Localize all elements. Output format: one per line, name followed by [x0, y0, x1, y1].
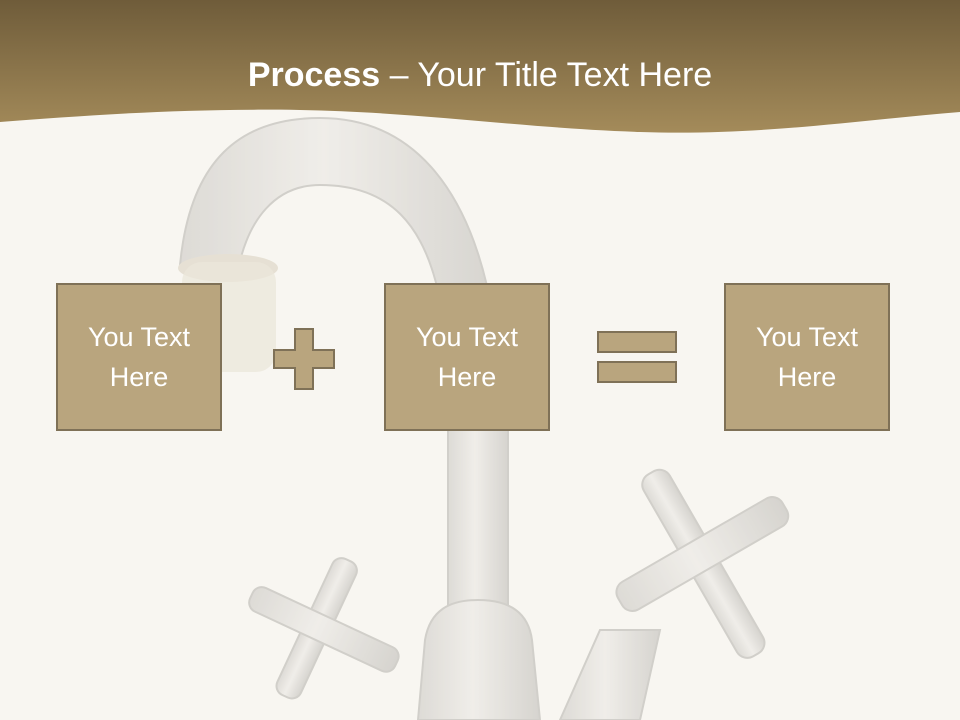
process-box-1: You Text Here	[56, 283, 222, 431]
title-text: Your Title Text Here	[417, 56, 713, 94]
title-bold: Process	[247, 56, 381, 94]
process-box-1-text: You Text Here	[87, 322, 191, 392]
plus-icon	[273, 328, 335, 390]
process-box-3-text: You Text Here	[755, 322, 859, 392]
equals-icon	[597, 331, 677, 383]
title-separator: –	[380, 56, 418, 94]
process-box-2: You Text Here	[384, 283, 550, 431]
header-band	[0, 0, 960, 133]
process-box-2-text: You Text Here	[415, 322, 519, 392]
process-box-3: You Text Here	[724, 283, 890, 431]
slide-title: Process – Your Title Text Here	[0, 52, 960, 98]
